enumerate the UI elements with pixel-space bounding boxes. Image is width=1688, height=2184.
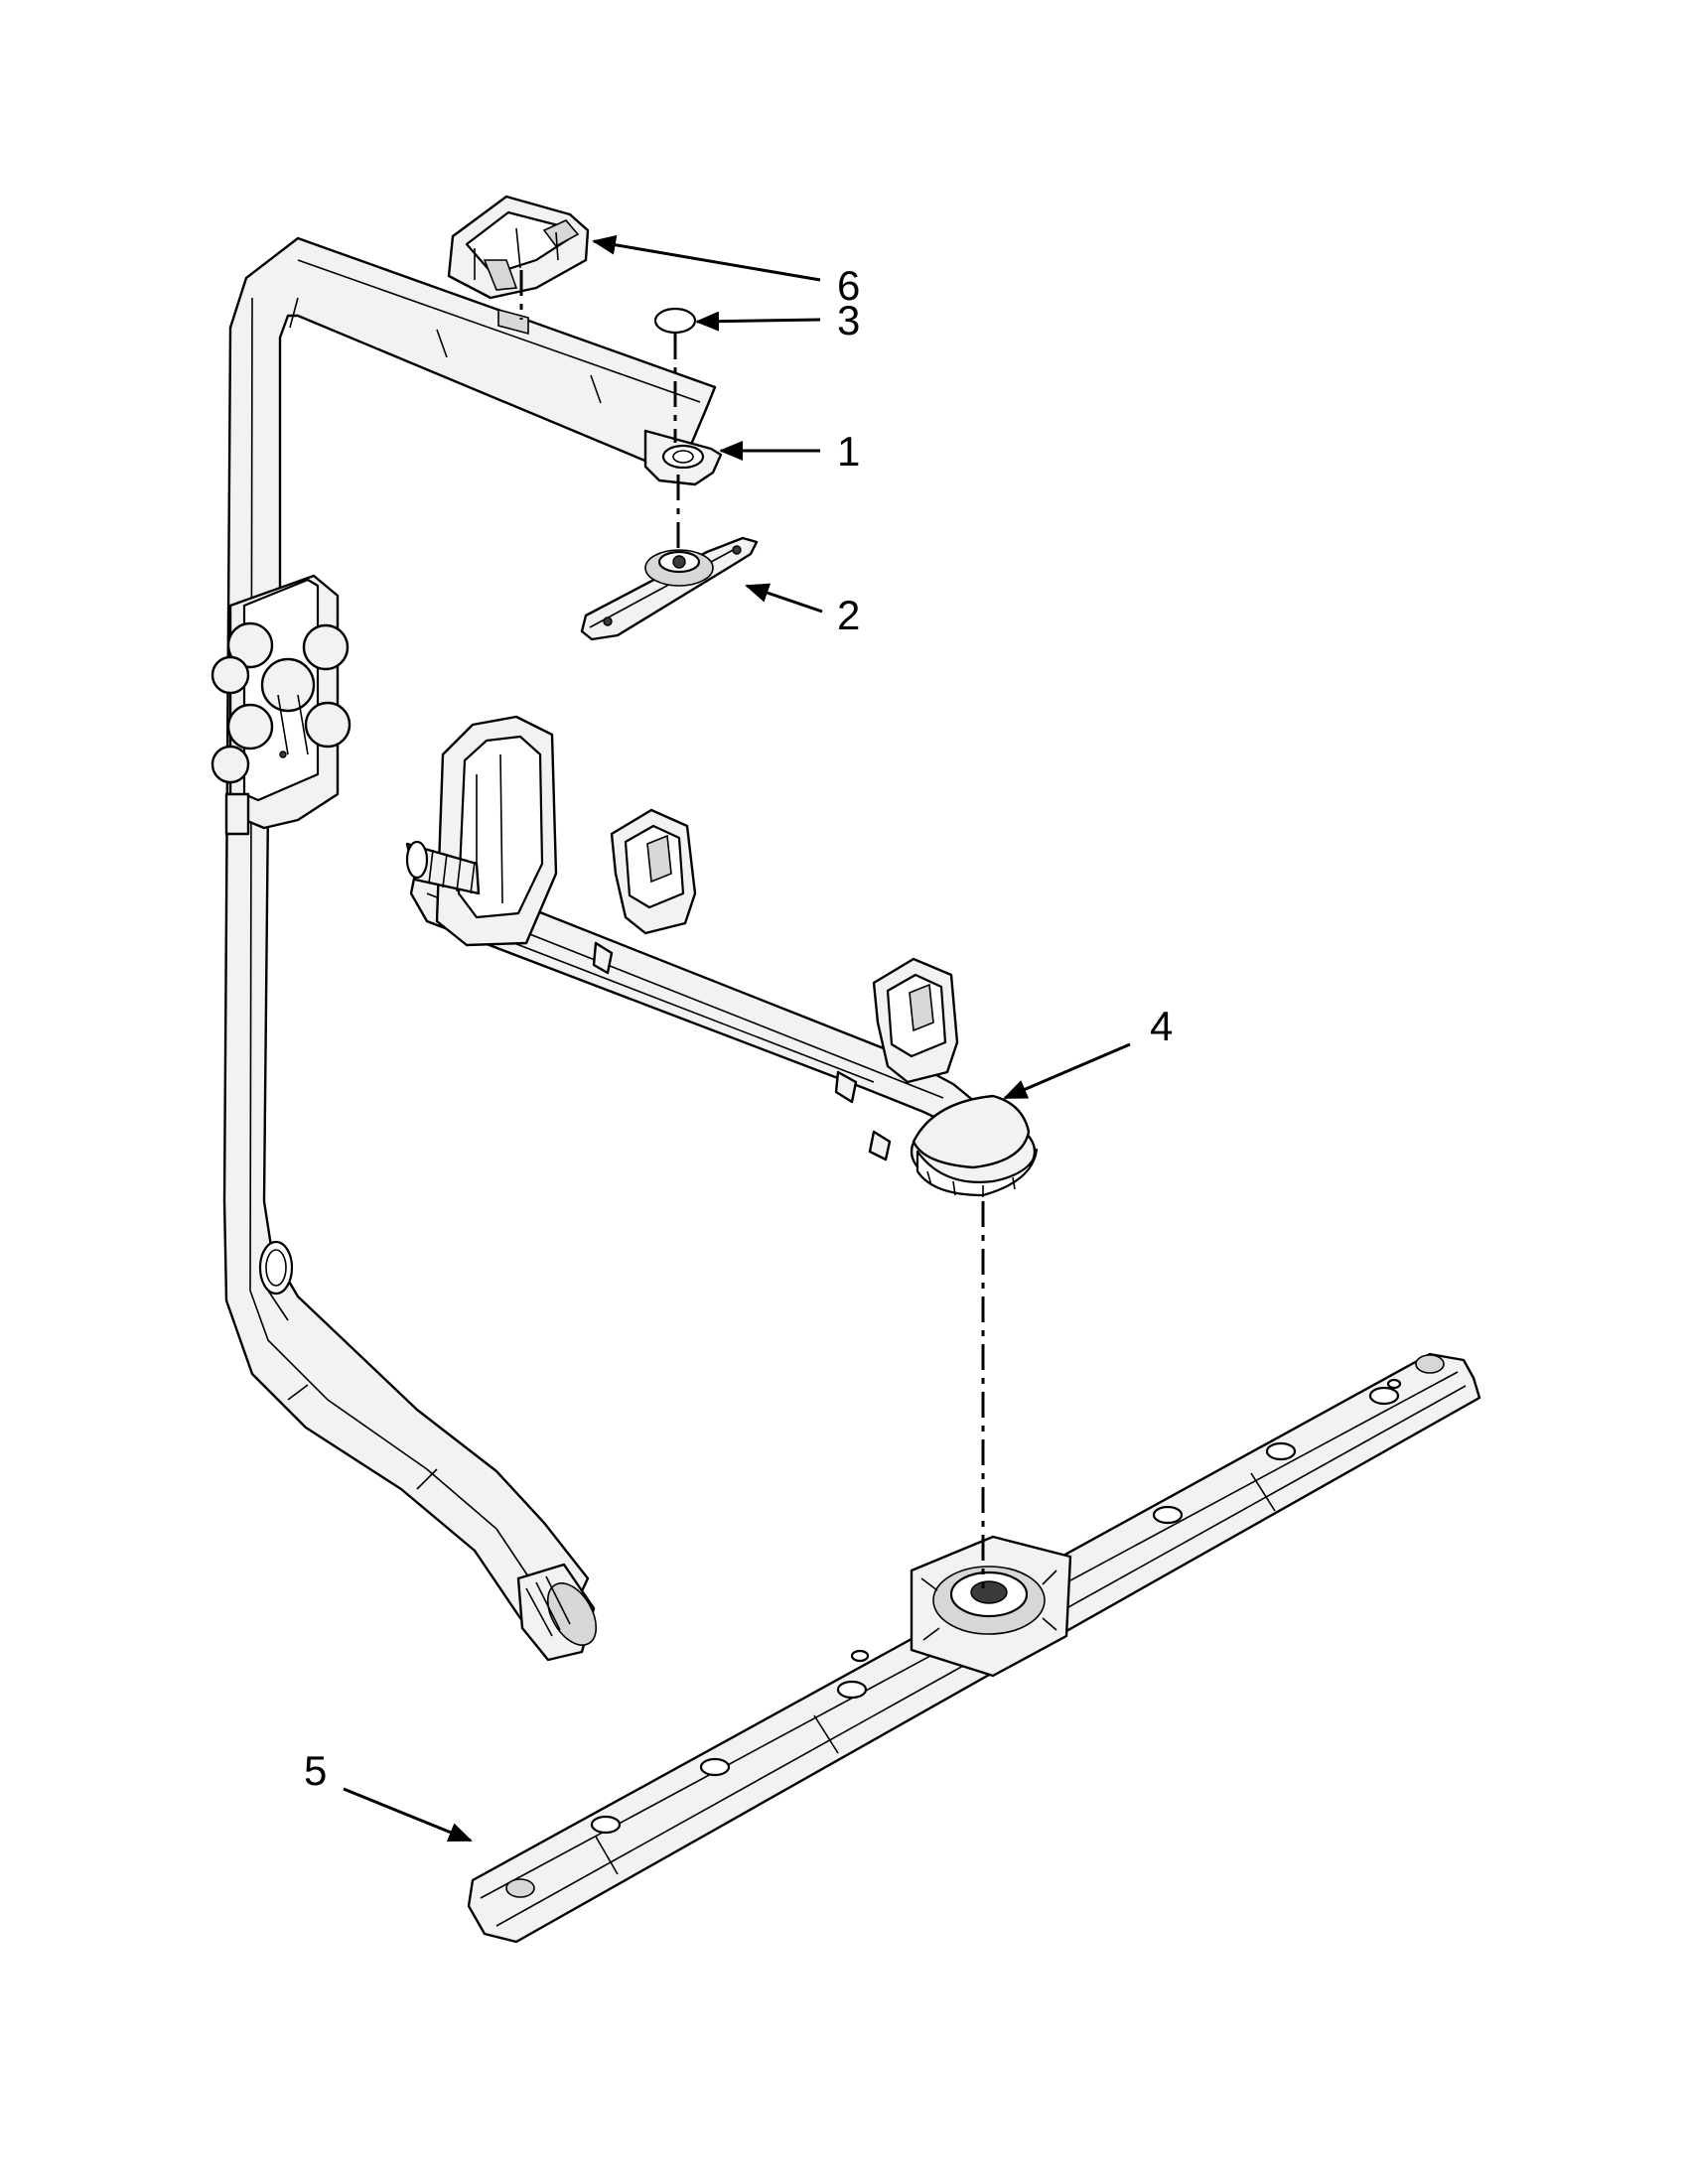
leader-2 (745, 583, 823, 614)
clip-slot (497, 308, 529, 336)
spray-hole (1152, 1505, 1184, 1525)
callout-6: 6 (837, 262, 860, 309)
spray-hole (1265, 1441, 1297, 1461)
leader-6 (592, 234, 821, 282)
spray-hole (836, 1680, 868, 1700)
callout-2: 2 (837, 592, 860, 638)
part-2-mount-plate (580, 536, 759, 641)
leader-5 (343, 1787, 473, 1843)
callout-3: 3 (837, 297, 860, 343)
manifold-clip-upper (610, 808, 697, 935)
part-4-manifold (405, 715, 1039, 1197)
callout-5: 5 (304, 1747, 327, 1794)
spray-arm-end-cap (1415, 1354, 1445, 1374)
manifold-clip-lower (872, 957, 959, 1084)
spray-hole (590, 1815, 622, 1835)
part-6-clip (447, 195, 590, 300)
tube-mounting-bracket (211, 574, 352, 836)
leader-3 (695, 311, 821, 332)
supply-tube (222, 236, 717, 1662)
spray-hole (850, 1649, 870, 1663)
part-1-mount (643, 429, 723, 486)
part-3-cap (653, 307, 697, 335)
callout-4: 4 (1150, 1003, 1173, 1049)
manifold-spring-hook (405, 840, 481, 895)
spray-arm-end-cap (505, 1878, 535, 1898)
part-5-spray-arm (467, 1352, 1481, 1944)
tube-port (258, 1240, 294, 1296)
spray-hole (1368, 1386, 1400, 1406)
spray-arm-hub (910, 1535, 1072, 1678)
callout-1: 1 (837, 428, 860, 475)
spray-hole (699, 1757, 731, 1777)
manifold-hub (910, 1094, 1039, 1197)
tube-nozzle (516, 1563, 598, 1662)
leader-4 (1003, 1042, 1131, 1100)
spray-hole (1386, 1378, 1402, 1390)
